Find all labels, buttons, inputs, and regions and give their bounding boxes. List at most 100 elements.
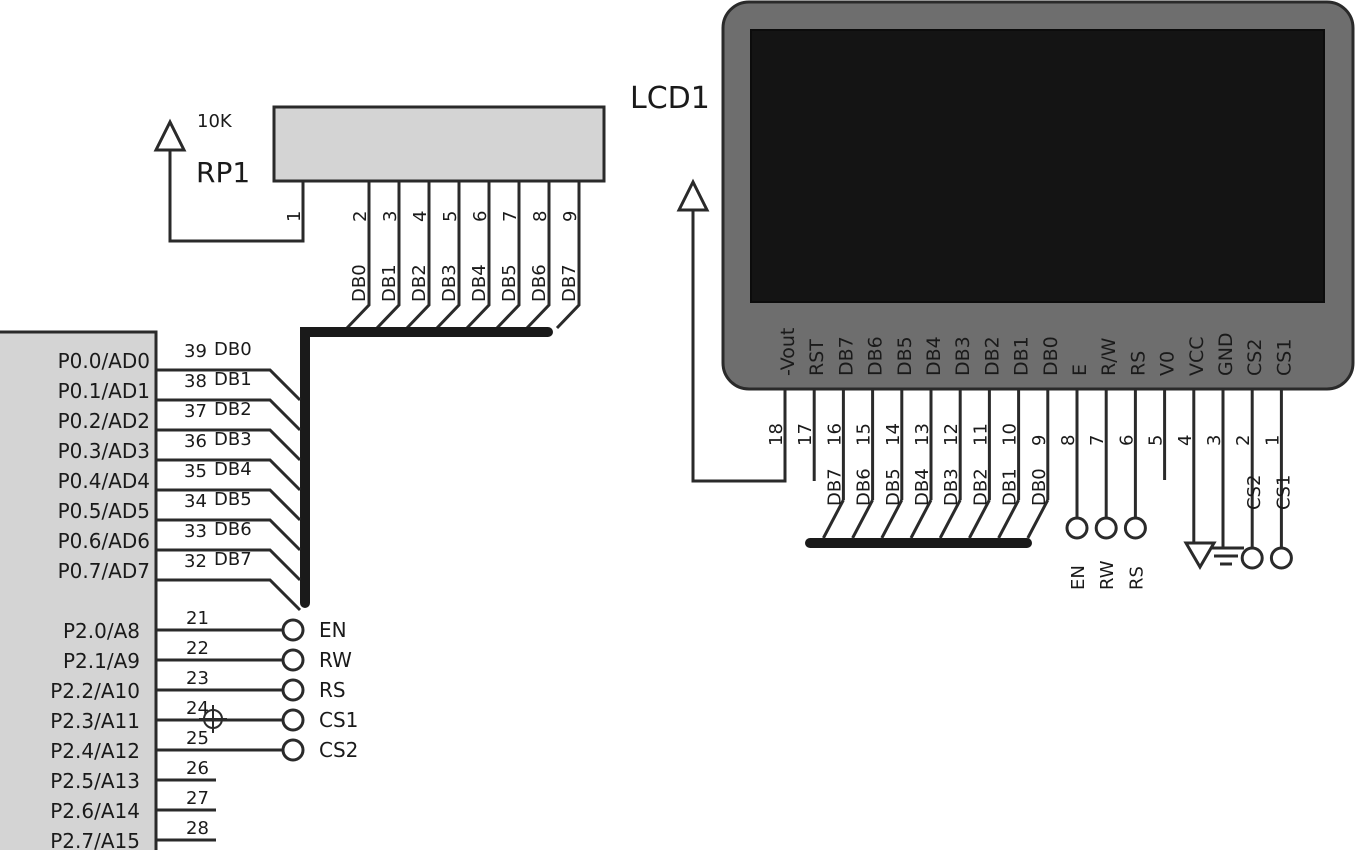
mcu-pin-number: 34 bbox=[184, 491, 207, 512]
rp1-net-label: DB4 bbox=[469, 264, 490, 302]
rp1-power-arrow-icon bbox=[153, 118, 187, 152]
microcontroller-body[interactable] bbox=[0, 330, 158, 850]
lcd-net-label: DB2 bbox=[970, 468, 991, 506]
resistor-pack-body[interactable] bbox=[272, 105, 606, 183]
lcd-pin-number: 6 bbox=[1116, 435, 1137, 446]
lcd-pin-name: DB2 bbox=[981, 336, 1003, 376]
mcu-pin-name: P2.5/A13 bbox=[50, 769, 140, 793]
lcd-module[interactable]: LCD1 bbox=[630, 0, 1355, 570]
rp1-net-label: DB1 bbox=[379, 264, 400, 302]
vcc-arrow-icon bbox=[1183, 541, 1217, 570]
lcd-pin-name: DB0 bbox=[1040, 336, 1062, 376]
lcd-cs-label: CS1 bbox=[1273, 475, 1294, 510]
net-terminal[interactable] bbox=[281, 708, 305, 732]
rp1-common-wire bbox=[168, 128, 305, 243]
mcu-pin-name: P2.1/A9 bbox=[63, 649, 140, 673]
lcd-pin-number: 3 bbox=[1204, 435, 1225, 446]
mcu-pin-number: 32 bbox=[184, 551, 207, 572]
lcd-net-terminal[interactable] bbox=[1065, 516, 1089, 540]
rp1-pin-number: 6 bbox=[470, 211, 491, 222]
lcd-terminal-label: RW bbox=[1097, 560, 1118, 590]
mcu-terminal-label: CS1 bbox=[319, 708, 358, 732]
rp1-net-label: DB6 bbox=[529, 264, 550, 302]
mcu-terminal-label: EN bbox=[319, 618, 347, 642]
mcu-net-label: DB7 bbox=[214, 549, 252, 570]
rp1-net-label: DB5 bbox=[499, 264, 520, 302]
lcd-bus-entry bbox=[909, 499, 933, 539]
mcu-pin-name: P2.2/A10 bbox=[50, 679, 140, 703]
lcd-cs-terminal[interactable] bbox=[1269, 546, 1293, 570]
lcd-pin-name: DB5 bbox=[894, 336, 916, 376]
rp1-pin-number: 1 bbox=[284, 211, 305, 222]
resistor-pack-rp1[interactable]: 10K RP1 bbox=[153, 105, 606, 243]
mcu-net-label: DB4 bbox=[214, 459, 252, 480]
ground-icon bbox=[1208, 546, 1244, 566]
lcd-pin-number: 5 bbox=[1146, 435, 1167, 446]
mcu-p0-wire bbox=[156, 548, 302, 582]
lcd-net-label: DB5 bbox=[883, 468, 904, 506]
net-terminal[interactable] bbox=[281, 678, 305, 702]
lcd-cs-terminal[interactable] bbox=[1240, 546, 1264, 570]
mcu-pin-number: 27 bbox=[186, 788, 209, 809]
lcd-power-arrow-icon bbox=[676, 178, 710, 212]
mcu-pin-name: P0.2/AD2 bbox=[58, 409, 150, 433]
mcu-pin-number: 25 bbox=[186, 728, 209, 749]
lcd-bus-entry bbox=[1026, 499, 1050, 539]
lcd-pin-group: -Vout18RST17DB716DB615DB514DB413DB312DB2… bbox=[766, 328, 1295, 590]
lcd-bus-entry bbox=[880, 499, 904, 539]
mcu-pin-name: P0.3/AD3 bbox=[58, 439, 150, 463]
mcu-pin-name: P2.4/A12 bbox=[50, 739, 140, 763]
lcd-pin-name: DB6 bbox=[865, 336, 887, 376]
lcd-screen bbox=[750, 29, 1325, 303]
microcontroller[interactable] bbox=[0, 330, 158, 850]
lcd-net-label: DB7 bbox=[824, 468, 845, 506]
lcd-net-terminal[interactable] bbox=[1094, 516, 1118, 540]
rp1-net-wire bbox=[465, 181, 491, 330]
mcu-p0-wire bbox=[156, 488, 302, 522]
mcu-terminal-label: RS bbox=[319, 678, 346, 702]
rp1-net-wire bbox=[375, 181, 401, 330]
mcu-pin-number: 33 bbox=[184, 521, 207, 542]
lcd-net-label: DB3 bbox=[941, 468, 962, 506]
lcd-net-label: DB0 bbox=[1029, 468, 1050, 506]
mcu-net-label: DB3 bbox=[214, 429, 252, 450]
lcd-pin-name: V0 bbox=[1157, 351, 1179, 376]
lcd-pin-number: 11 bbox=[970, 423, 991, 446]
lcd-terminal-label: EN bbox=[1068, 565, 1089, 590]
rp1-net-wire bbox=[525, 181, 551, 330]
net-terminal[interactable] bbox=[281, 618, 305, 642]
lcd-net-terminal[interactable] bbox=[1123, 516, 1147, 540]
rp1-net-label: DB2 bbox=[409, 264, 430, 302]
lcd-pin-name: -Vout bbox=[777, 328, 799, 376]
mcu-pin-number: 26 bbox=[186, 758, 209, 779]
rp1-net-label: DB0 bbox=[349, 264, 370, 302]
lcd-pin-number: 9 bbox=[1029, 435, 1050, 446]
mcu-p0-wire bbox=[156, 368, 302, 402]
mcu-pin-number: 39 bbox=[184, 341, 207, 362]
lcd-bus-entry bbox=[851, 499, 874, 539]
rp1-reference-label: RP1 bbox=[196, 156, 250, 189]
mcu-p0-wire bbox=[156, 398, 302, 432]
mcu-net-label: DB6 bbox=[214, 519, 252, 540]
lcd-pin-number: 18 bbox=[766, 423, 787, 446]
lcd-vout-wire bbox=[691, 200, 787, 483]
net-terminal[interactable] bbox=[281, 738, 305, 762]
lcd-pin-number: 13 bbox=[912, 423, 933, 446]
rp1-pin-number: 8 bbox=[530, 211, 551, 222]
net-terminal[interactable] bbox=[281, 648, 305, 672]
lcd-pin-number: 1 bbox=[1262, 435, 1283, 446]
lcd-pin-name: GND bbox=[1215, 332, 1237, 376]
rp1-value-label: 10K bbox=[197, 111, 233, 132]
lcd-pin-number: 16 bbox=[824, 423, 845, 446]
rp1-net-wire bbox=[405, 181, 431, 330]
rp1-pin-number: 9 bbox=[560, 211, 581, 222]
rp1-net-label: DB3 bbox=[439, 264, 460, 302]
mcu-net-label: DB5 bbox=[214, 489, 252, 510]
lcd-pin-name: RS bbox=[1127, 351, 1149, 376]
mcu-pin-name: P0.5/AD5 bbox=[58, 499, 150, 523]
rp1-net-label: DB7 bbox=[559, 264, 580, 302]
lcd-pin-name: RST bbox=[806, 339, 828, 376]
mcu-pin-name: P2.3/A11 bbox=[50, 709, 140, 733]
